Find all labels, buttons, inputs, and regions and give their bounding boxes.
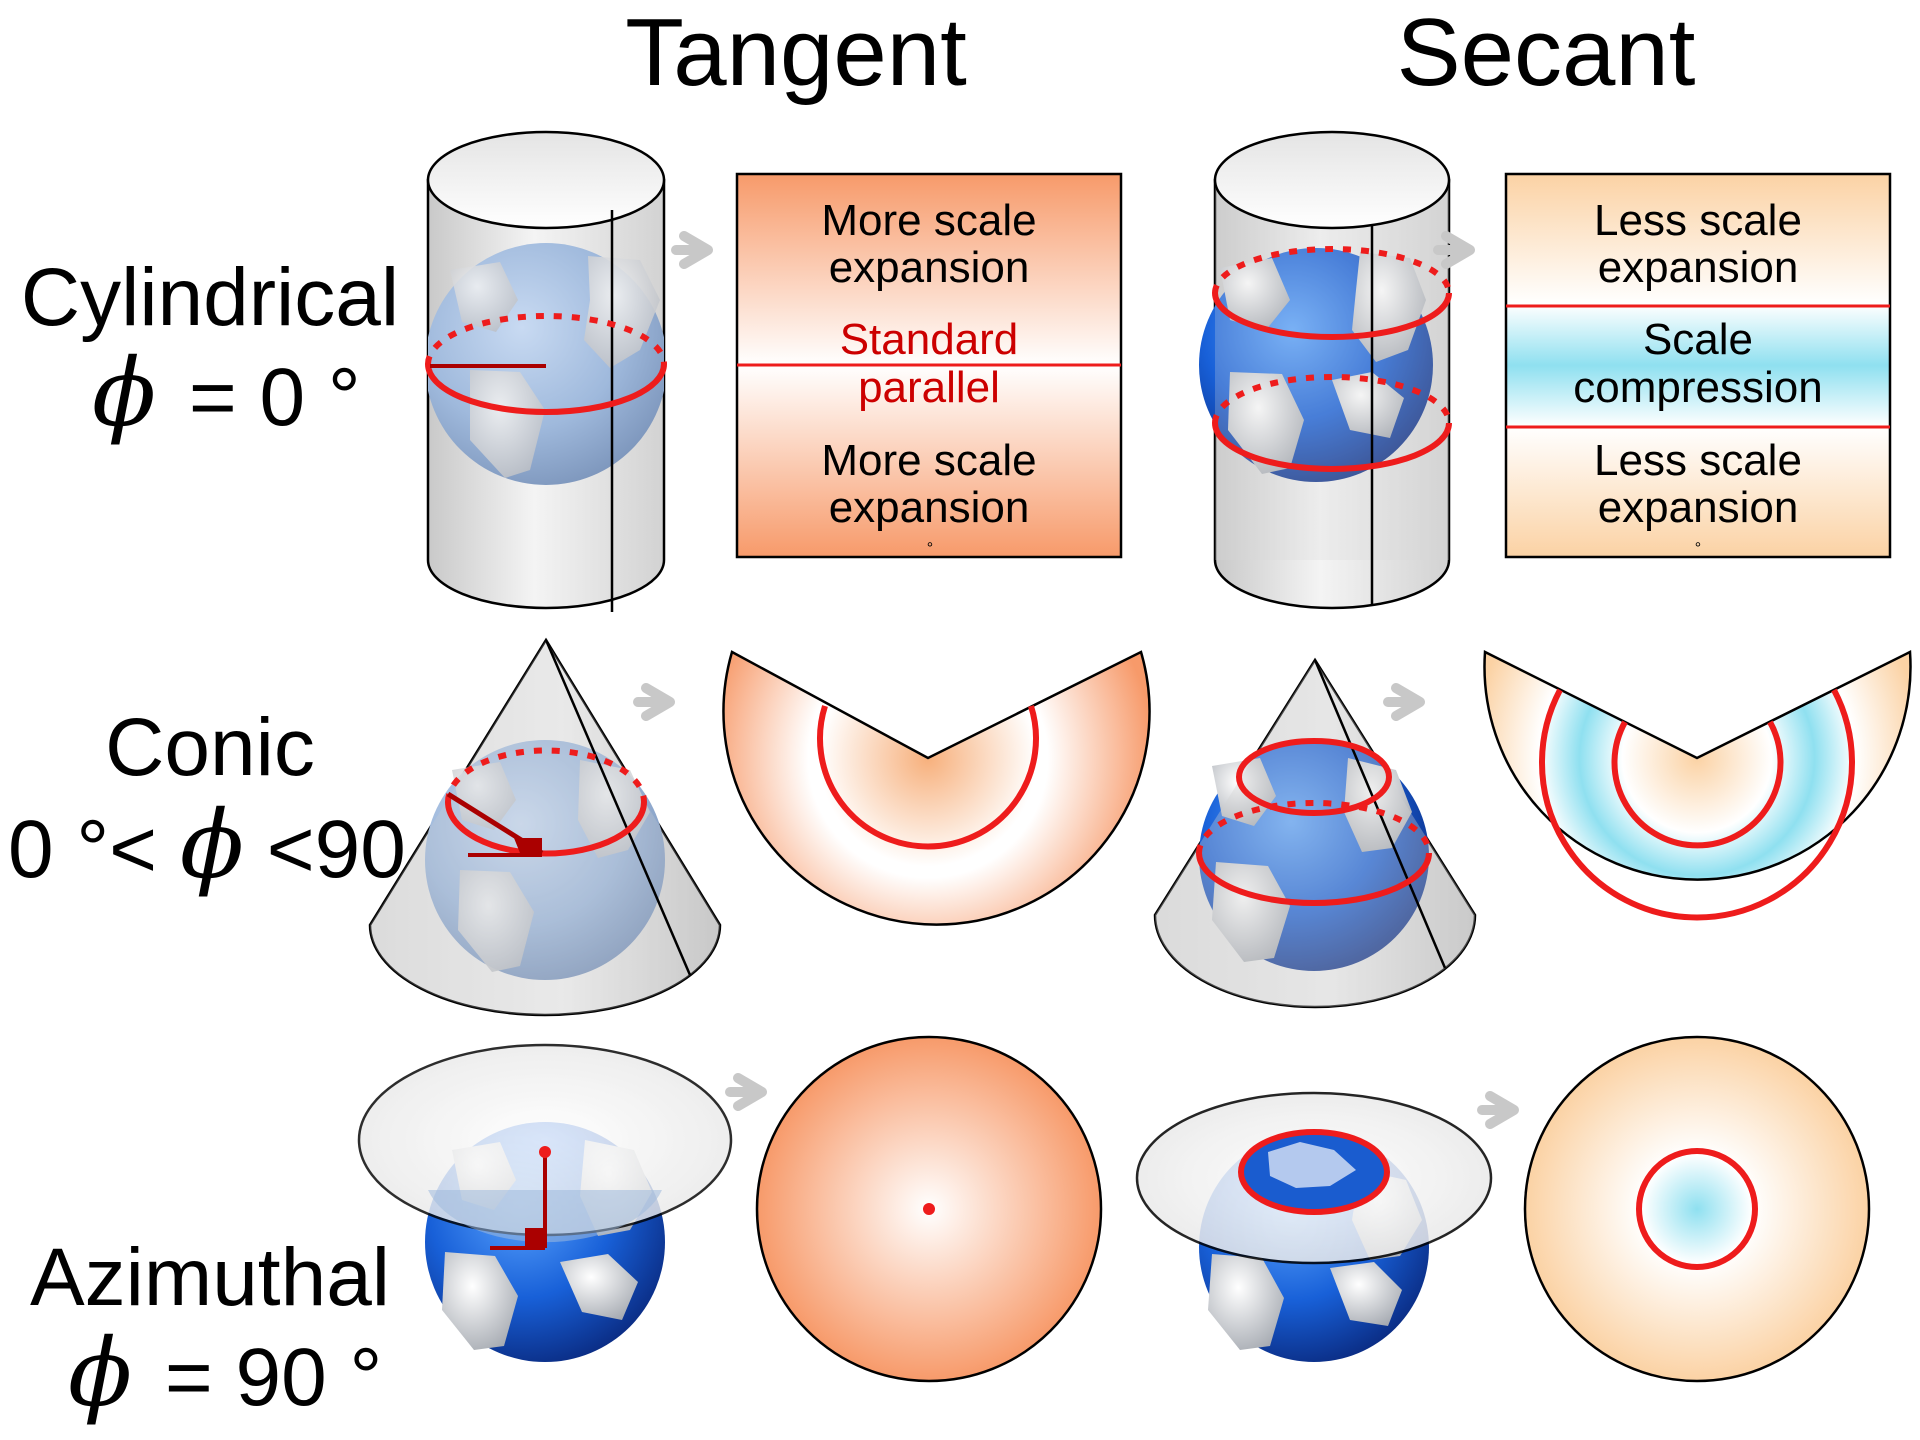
cylindrical-formula-value: = 0 ° [189, 352, 361, 443]
arrow-icon [671, 231, 713, 269]
standard-parallel-2: parallel [858, 363, 1000, 412]
arrow-icon [1477, 1091, 1519, 1129]
secant-heading: Secant [1397, 0, 1696, 106]
azimuthal-label: Azimuthal [30, 1232, 390, 1323]
globe-icon [425, 740, 665, 980]
scale-compression-2: compression [1573, 363, 1822, 412]
cylindrical-label: Cylindrical [21, 252, 399, 343]
less-scale-expansion-bottom-2: expansion [1598, 483, 1799, 532]
more-scale-expansion-top-2: expansion [829, 243, 1030, 292]
less-scale-expansion-top-1: Less scale [1594, 196, 1802, 245]
phi-symbol: ϕ [180, 791, 244, 900]
azimuthal-secant [1135, 1091, 1493, 1362]
azimuthal-formula: ϕ = 90 ° [68, 1319, 382, 1428]
less-scale-expansion-bottom-1: Less scale [1594, 436, 1802, 485]
tangent-conic-map [722, 650, 1151, 926]
more-scale-expansion-bottom-2: expansion [829, 483, 1030, 532]
tangent-azimuthal-map [755, 1035, 1103, 1383]
row-label-azimuthal: Azimuthal ϕ = 90 ° [30, 1232, 390, 1428]
arrow-icon [633, 683, 675, 721]
arrow-icon [725, 1073, 767, 1111]
arrow-icon [1383, 683, 1425, 721]
row-label-conic: Conic 0 °< ϕ <90 ° [8, 702, 461, 900]
stray-degree-mark: ° [1695, 540, 1701, 557]
conic-formula: 0 °< ϕ <90 ° [8, 791, 461, 900]
more-scale-expansion-top-1: More scale [821, 196, 1036, 245]
tangent-heading: Tangent [625, 0, 967, 106]
conic-label: Conic [105, 702, 315, 793]
phi-symbol: ϕ [68, 1319, 132, 1428]
arrow-icon [1433, 231, 1475, 269]
standard-parallel-1: Standard [840, 315, 1019, 364]
cone-tangent [368, 637, 722, 1017]
tangent-cylindrical-map: More scale expansion Standard parallel M… [735, 172, 1123, 559]
conic-formula-lower: 0 °< [8, 804, 157, 895]
scale-compression-1: Scale [1643, 315, 1753, 364]
cylinder-secant [1199, 130, 1452, 610]
secant-conic-map [1483, 650, 1912, 921]
more-scale-expansion-bottom-1: More scale [821, 436, 1036, 485]
globe-icon [1199, 248, 1433, 482]
row-label-cylindrical: Cylindrical ϕ = 0 ° [21, 252, 399, 448]
cylinder-tangent [425, 130, 667, 612]
secant-cylindrical-map: Less scale expansion Scale compression L… [1504, 172, 1892, 559]
cylindrical-formula: ϕ = 0 ° [92, 339, 361, 448]
cone-secant [1153, 657, 1477, 1009]
less-scale-expansion-top-2: expansion [1598, 243, 1799, 292]
phi-symbol: ϕ [92, 339, 156, 448]
secant-azimuthal-map [1523, 1035, 1871, 1383]
azimuthal-formula-value: = 90 ° [165, 1332, 382, 1423]
azimuthal-tangent [357, 1043, 733, 1362]
stray-degree-mark: ° [927, 540, 933, 557]
